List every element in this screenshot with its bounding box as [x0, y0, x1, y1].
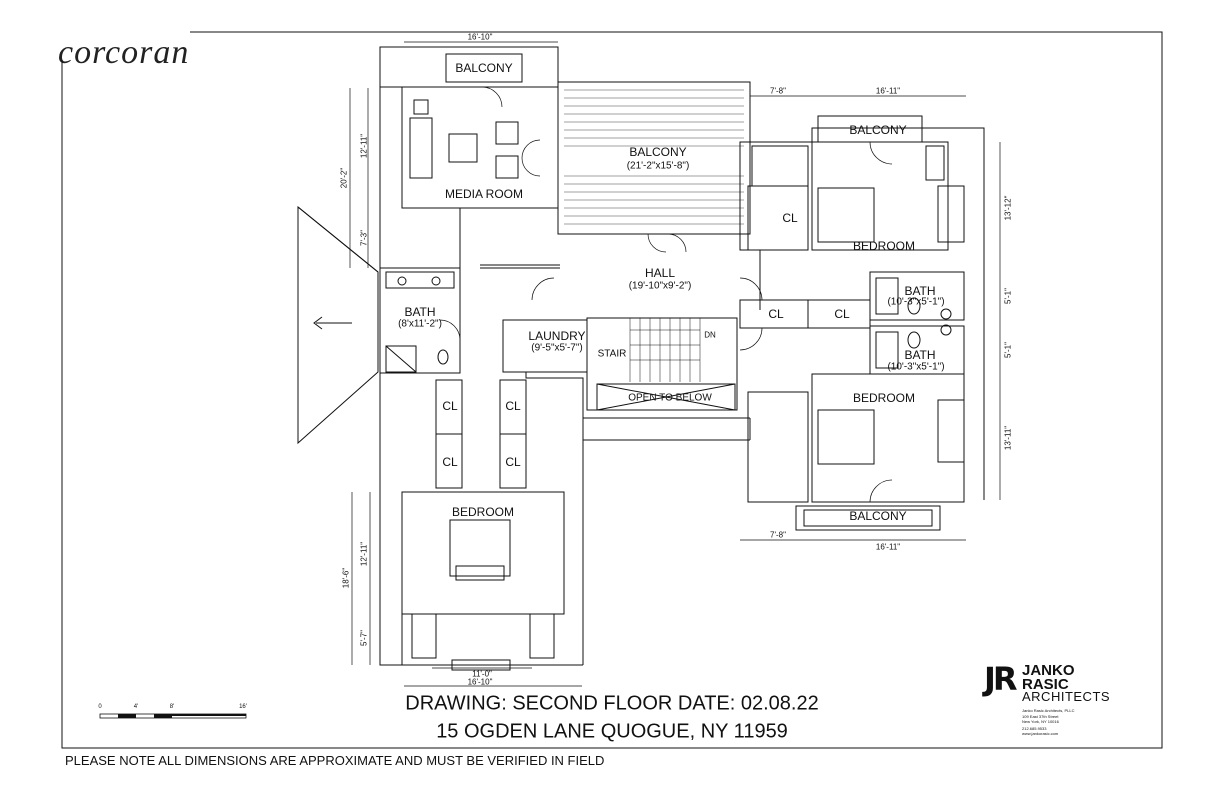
scale-label-16: 16' [239, 704, 247, 710]
balcony-main-size: (21'-2"x15'-8") [626, 160, 690, 172]
disclaimer-note: PLEASE NOTE ALL DIMENSIONS ARE APPROXIMA… [65, 753, 605, 768]
logo-address-2: 109 East 37th Street [1022, 714, 1059, 719]
bath-right-1-size: (10'-3"x5'-1") [887, 296, 945, 308]
laundry-size: (9'-5"x5'-7") [531, 342, 583, 354]
dim-right-v3: 5'-1" [1003, 342, 1013, 358]
brand-logo: corcoran [58, 34, 190, 71]
logo-line-3: ARCHITECTS [1022, 689, 1111, 704]
dim-left-2: 20'-2" [339, 167, 349, 189]
scale-label-0: 0 [98, 704, 102, 710]
logo-line-2: RASIC [1022, 676, 1069, 693]
dim-right-bottom-b: 16'-11" [875, 542, 901, 552]
hall-label: HALL [644, 266, 676, 280]
dn-label: DN [704, 330, 716, 340]
hall-size: (19'-10"x9'-2") [628, 280, 692, 292]
balcony-right-bottom-label: BALCONY [849, 509, 907, 523]
dim-bottom-left-3: 5'-7" [359, 630, 369, 646]
dim-left-3: 7'-3" [359, 230, 369, 246]
dim-left-1: 12'-11" [359, 133, 369, 159]
logo-address-4: 212.685.9533 [1022, 726, 1047, 731]
bedroom-right-bottom-label: BEDROOM [852, 391, 916, 405]
dim-right-bottom-a: 7'-8" [770, 530, 786, 540]
bath-right-1-label: BATH [904, 284, 936, 298]
dim-right-v1: 13'-12" [1003, 195, 1013, 221]
logo-address-3: New York, NY 10016 [1022, 719, 1059, 724]
laundry-label: LAUNDRY [528, 329, 586, 343]
cl-b-label: CL [505, 399, 521, 413]
cl-a-label: CL [442, 399, 458, 413]
logo-icon: JR [984, 660, 1018, 698]
drawing-address: 15 OGDEN LANE QUOGUE, NY 11959 [436, 720, 788, 743]
bedroom-bottom-label: BEDROOM [451, 505, 515, 519]
dim-bottom-inner: 11'-0" [472, 669, 492, 679]
dim-bottom-outer: 16'-10" [467, 677, 493, 687]
open-to-below-label: OPEN TO BELOW [628, 392, 712, 404]
scale-label-8: 8' [169, 704, 175, 710]
arrow-left-icon [312, 314, 354, 332]
bath-left-size: (8'x11'-2") [398, 318, 442, 330]
logo-address-1: Janko Rasic Architects, PLLC [1022, 708, 1075, 713]
bath-right-2-size: (10'-3"x5'-1") [887, 361, 945, 373]
scale-label-4: 4' [133, 704, 139, 710]
scale-bar [99, 713, 247, 719]
dim-top-width: 16'-10" [467, 32, 493, 42]
drawing-title: DRAWING: SECOND FLOOR DATE: 02.08.22 [405, 692, 819, 715]
balcony-main-label: BALCONY [629, 145, 687, 159]
dim-right-top-a: 7'-8" [770, 86, 786, 96]
bath-left-label: BATH [404, 305, 436, 319]
dim-right-v4: 13'-11" [1003, 425, 1013, 451]
bedroom-right-top-label: BEDROOM [852, 239, 916, 253]
media-room-label: MEDIA ROOM [444, 187, 524, 201]
logo-line-1: JANKO [1022, 662, 1075, 679]
cl-d-label: CL [505, 455, 521, 469]
logo-address-5: www.jankorasic.com [1022, 731, 1059, 736]
balcony-top-label: BALCONY [455, 61, 513, 75]
cl-c-label: CL [442, 455, 458, 469]
cl-hall-2-label: CL [834, 307, 850, 321]
cl-hall-1-label: CL [768, 307, 784, 321]
balcony-right-top-label: BALCONY [849, 123, 907, 137]
dim-right-v2: 5'-1" [1003, 288, 1013, 304]
closet-right-label: CL [782, 211, 798, 225]
stair-label: STAIR [597, 348, 627, 360]
dim-bottom-left-2: 18'-6" [341, 567, 351, 589]
dim-bottom-left-1: 12'-11" [359, 541, 369, 567]
dim-right-top-b: 16'-11" [875, 86, 901, 96]
bath-right-2-label: BATH [904, 348, 936, 362]
